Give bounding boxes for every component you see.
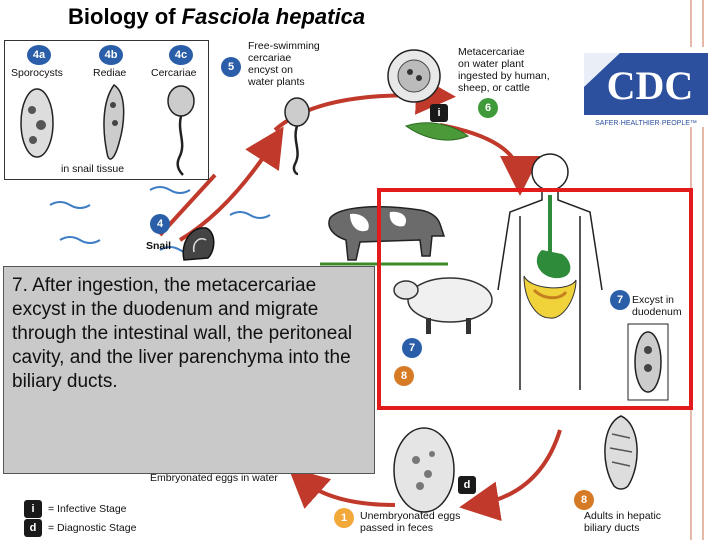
stage-4c-marker: 4c <box>169 45 193 65</box>
embryonated-eggs-label: Embryonated eggs in water <box>150 472 278 484</box>
stage-4a-marker: 4a <box>27 45 51 65</box>
legend-infective-label: = Infective Stage <box>48 503 127 515</box>
cdc-logo: CDC SAFER·HEALTHIER·PEOPLE™ <box>580 47 712 127</box>
adult-fluke-illustration <box>604 415 638 490</box>
cercariae-illustration <box>167 85 195 176</box>
legend-infective-marker: i <box>24 500 42 518</box>
legend-diagnostic-label: = Diagnostic Stage <box>48 522 137 534</box>
snail-tissue-panel: 4a Sporocysts 4b Rediae 4c Cercariae in … <box>4 40 209 180</box>
caption-text: 7. After ingestion, the metacercariae ex… <box>12 275 353 392</box>
sheep-illustration <box>393 277 493 334</box>
stage-6-marker: 6 <box>478 98 498 118</box>
stage-7-marker: 7 <box>610 290 630 310</box>
stage-4b-label: Rediae <box>93 67 127 79</box>
excysting-metacercaria-illustration <box>627 323 669 401</box>
diagnostic-stage-marker: d <box>458 476 476 494</box>
stage-8-marker: 8 <box>574 490 594 510</box>
cdc-logo-text: CDC <box>607 63 694 108</box>
stage-4c-label: Cercariae <box>151 67 197 79</box>
stage-7-marker-left: 7 <box>402 338 422 358</box>
cattle-illustration <box>320 206 448 266</box>
free-swimming-cercariae-illustration <box>284 97 310 176</box>
infective-stage-marker: i <box>430 104 448 122</box>
snail-label: Snail <box>146 240 172 252</box>
legend-diagnostic-marker: d <box>24 519 42 537</box>
cdc-tagline: SAFER·HEALTHIER·PEOPLE™ <box>595 120 697 127</box>
rediae-illustration <box>103 83 125 160</box>
page-title: Biology of Fasciola hepatica <box>68 4 366 29</box>
stage-1-marker: 1 <box>334 508 354 528</box>
unembryonated-egg-illustration <box>393 427 455 513</box>
caption-box: 7. After ingestion, the metacercariae ex… <box>3 266 375 474</box>
metacercariae-illustration <box>387 49 441 103</box>
stage-4b-marker: 4b <box>99 45 123 65</box>
in-snail-tissue-label: in snail tissue <box>61 163 125 175</box>
cdc-logo-graphic: CDC SAFER·HEALTHIER·PEOPLE™ <box>584 53 708 127</box>
decorative-border-line <box>702 0 704 540</box>
sporocyst-illustration <box>20 88 54 158</box>
water-plant-leaf-icon <box>404 122 470 141</box>
stage-4-marker: 4 <box>150 214 170 234</box>
stage-4a-label: Sporocysts <box>11 67 63 79</box>
highlight-box <box>377 188 693 410</box>
snail-illustration <box>182 227 215 261</box>
stage-5-marker: 5 <box>221 57 241 77</box>
stage-8-marker-left: 8 <box>394 366 414 386</box>
